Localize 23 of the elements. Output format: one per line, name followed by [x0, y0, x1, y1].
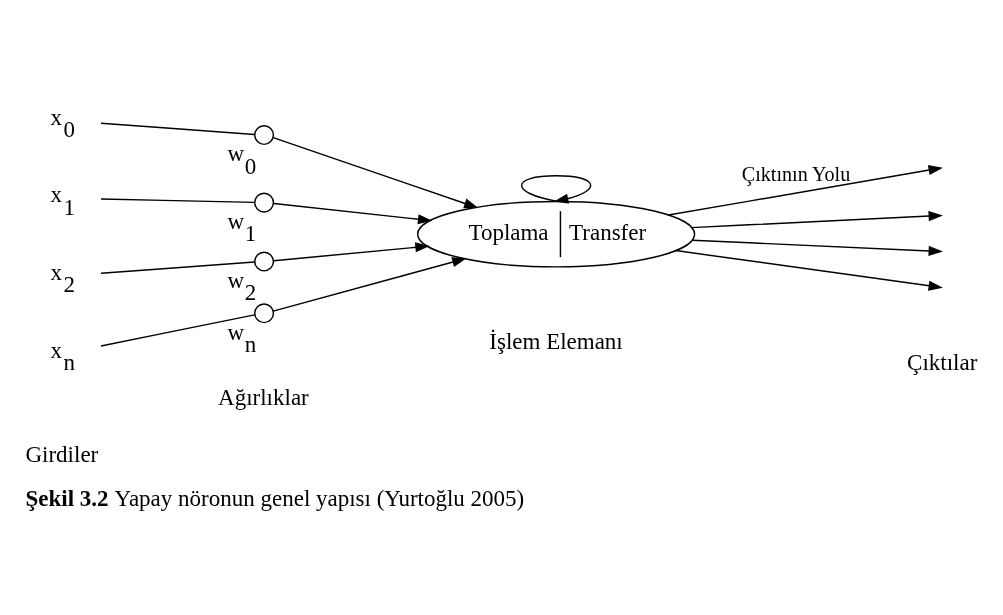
label: Çıktılar	[907, 350, 978, 376]
caption: Şekil 3.2 Yapay nöronun genel yapısı (Yurtoğlu 2005)	[25, 485, 525, 511]
edge-label: Çıktının Yolu	[741, 163, 851, 186]
node-circle	[254, 124, 275, 146]
node-label: İşlem Elemanı	[489, 328, 623, 354]
arrow	[675, 249, 943, 291]
label: Girdiler	[25, 442, 99, 468]
arrow	[690, 211, 943, 229]
connector	[100, 198, 256, 204]
arrow	[273, 202, 433, 225]
connector	[100, 122, 256, 136]
arrow	[520, 175, 592, 204]
arrow	[272, 257, 467, 312]
arrow	[272, 136, 479, 209]
node-circle	[254, 251, 275, 272]
arrow	[667, 165, 943, 216]
node-circle	[254, 192, 275, 213]
label: Ağırlıklar	[218, 384, 309, 410]
connector	[100, 261, 256, 274]
connector	[100, 314, 256, 347]
node-circle	[254, 303, 275, 324]
arrow	[273, 242, 430, 262]
arrow	[691, 239, 943, 256]
